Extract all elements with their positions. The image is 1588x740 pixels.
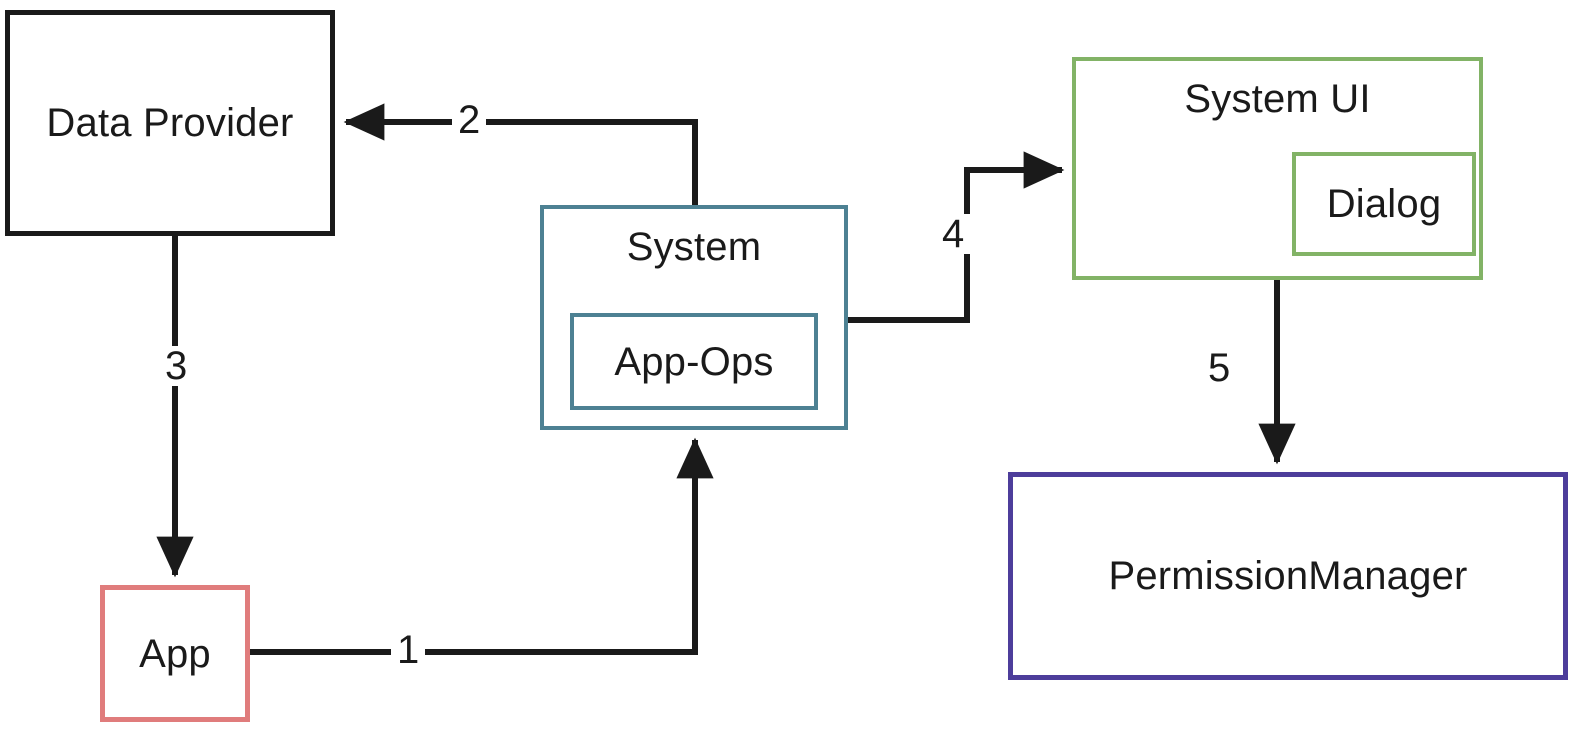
edge-label-3: 3 bbox=[159, 346, 194, 386]
node-label-dialog: Dialog bbox=[1326, 182, 1442, 226]
node-label-permission-manager: PermissionManager bbox=[1108, 554, 1468, 598]
edge-label-4: 4 bbox=[936, 214, 971, 254]
node-app-ops[interactable]: App-Ops bbox=[570, 313, 818, 410]
edge-label-5: 5 bbox=[1202, 348, 1237, 388]
node-label-system-ui: System UI bbox=[1184, 77, 1371, 121]
node-permission-manager[interactable]: PermissionManager bbox=[1008, 472, 1568, 680]
edge-path-1 bbox=[250, 437, 714, 655]
edge-label-1: 1 bbox=[391, 630, 426, 670]
node-dialog[interactable]: Dialog bbox=[1292, 152, 1476, 256]
node-label-data-provider: Data Provider bbox=[46, 101, 294, 145]
node-label-app: App bbox=[139, 631, 211, 676]
node-label-system: System bbox=[626, 225, 762, 269]
node-app[interactable]: App bbox=[100, 585, 250, 722]
node-label-app-ops: App-Ops bbox=[614, 339, 774, 384]
edge-path-2 bbox=[343, 103, 698, 205]
edge-label-2: 2 bbox=[452, 100, 487, 140]
node-data-provider[interactable]: Data Provider bbox=[5, 10, 335, 236]
